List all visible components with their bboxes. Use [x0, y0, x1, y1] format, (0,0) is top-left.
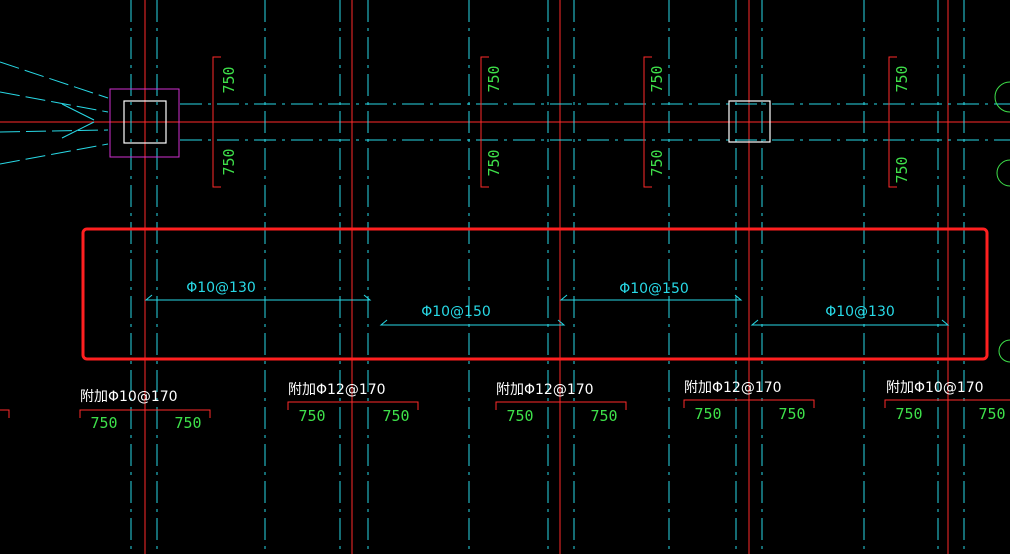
- rebar-label-span2: Φ10@150: [421, 304, 491, 320]
- dim-a1-left: 750: [90, 414, 117, 432]
- dim-a2-right: 750: [382, 407, 409, 425]
- add-bar-a2: 附加Φ12@170: [288, 382, 386, 398]
- additional-bar-labels: 附加Φ10@170 附加Φ12@170 附加Φ12@170 附加Φ12@170 …: [80, 380, 984, 405]
- add-bar-a5: 附加Φ10@170: [886, 380, 984, 396]
- bottom-dim-texts: 750 750 750 750 750 750 750 750 750 750: [90, 405, 1005, 432]
- top-dim-texts: 750 750 750 750 750 750 750 750: [220, 65, 911, 183]
- column-outer-outline: [109, 88, 180, 158]
- bottom-bracket-a2: [287, 401, 419, 410]
- rebar-label-span4: Φ10@130: [825, 304, 895, 320]
- cyan-beam-edges: [130, 0, 1010, 554]
- arrowhead-lower: [61, 121, 95, 139]
- dim-left-upper: 750: [220, 66, 238, 93]
- dim-a5-right: 750: [978, 405, 1005, 423]
- bottom-dim-brackets: [0, 399, 1010, 418]
- leader-span2: [379, 319, 566, 326]
- arc-middle: [996, 159, 1010, 187]
- add-bar-a3: 附加Φ12@170: [496, 382, 594, 398]
- dim-right-upper: 750: [893, 65, 911, 92]
- bottom-bracket-edge: [0, 409, 10, 418]
- bottom-bracket-a4: [683, 399, 815, 408]
- bracket-mid1: [480, 56, 489, 188]
- left-diagonal-lines: [0, 61, 109, 165]
- dim-a2-left: 750: [298, 407, 325, 425]
- column-left: [109, 88, 180, 158]
- leader-span4: [750, 319, 950, 326]
- bottom-bracket-a1: [79, 409, 211, 418]
- column-outline: [728, 100, 771, 143]
- arc-lower: [998, 339, 1010, 363]
- add-bar-a4: 附加Φ12@170: [684, 380, 782, 396]
- dim-mid1-lower: 750: [485, 149, 503, 176]
- left-arrowhead: [61, 103, 95, 139]
- rebar-label-span3: Φ10@150: [619, 281, 689, 297]
- diag-2: [0, 91, 109, 113]
- dim-a4-right: 750: [778, 405, 805, 423]
- bottom-bracket-a3: [495, 401, 627, 410]
- diag-1: [0, 61, 109, 99]
- top-dim-brackets: [212, 56, 897, 188]
- rebar-leaders: [144, 294, 950, 326]
- dim-left-lower: 750: [220, 148, 238, 175]
- leader-span3: [559, 294, 743, 301]
- column-inner-outline: [123, 100, 167, 144]
- bracket-mid2: [643, 56, 652, 188]
- bracket-right: [888, 56, 897, 188]
- column-right: [728, 100, 771, 143]
- leader-span1: [144, 294, 372, 301]
- right-edge-arcs: [994, 81, 1010, 363]
- dim-mid2-upper: 750: [648, 65, 666, 92]
- arrowhead-upper: [61, 103, 95, 121]
- rebar-label-span1: Φ10@130: [186, 280, 256, 296]
- dim-a3-left: 750: [506, 407, 533, 425]
- arc-upper: [994, 81, 1010, 113]
- diag-4: [0, 143, 109, 165]
- rebar-labels: Φ10@130 Φ10@150 Φ10@150 Φ10@130: [186, 280, 895, 320]
- dim-right-lower: 750: [893, 156, 911, 183]
- dim-mid2-lower: 750: [648, 149, 666, 176]
- bottom-bracket-a5: [884, 399, 1010, 408]
- highlight-box: [81, 227, 989, 361]
- dim-a3-right: 750: [590, 407, 617, 425]
- bracket-left: [212, 56, 221, 188]
- diag-3: [0, 129, 109, 133]
- dim-a1-right: 750: [174, 414, 201, 432]
- add-bar-a1: 附加Φ10@170: [80, 389, 178, 405]
- dim-mid1-upper: 750: [485, 65, 503, 92]
- dim-a5-left: 750: [895, 405, 922, 423]
- dim-a4-left: 750: [694, 405, 721, 423]
